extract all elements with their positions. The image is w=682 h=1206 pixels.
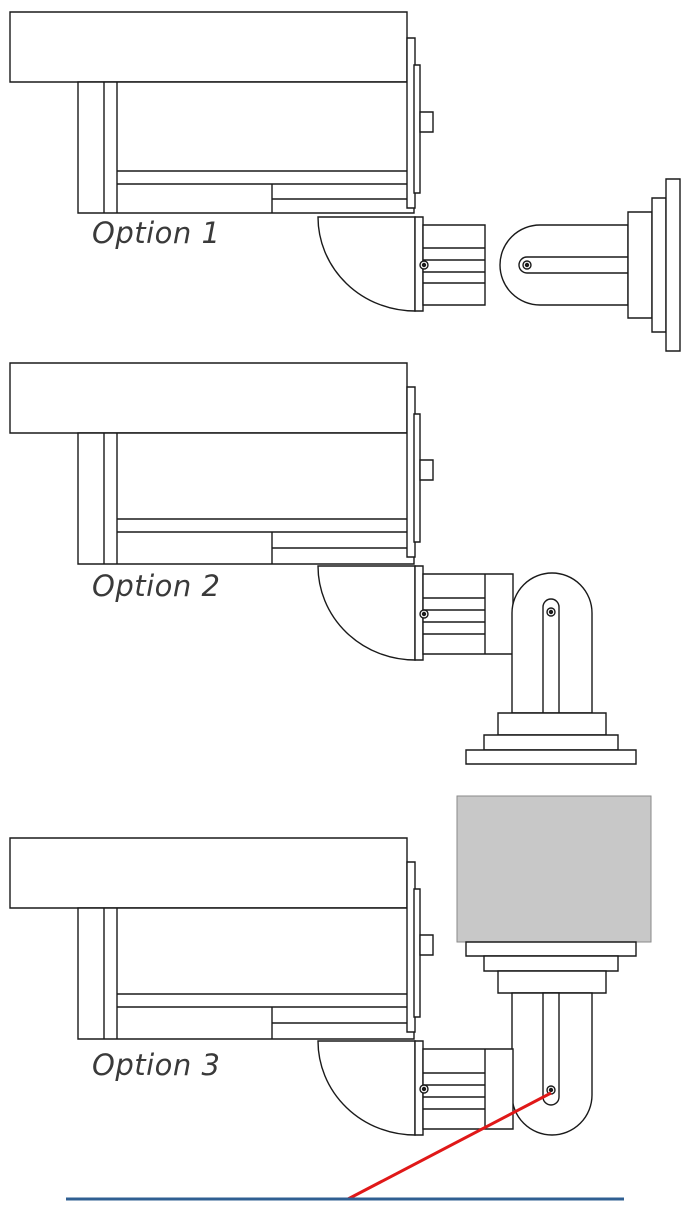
bracket-arm — [423, 225, 485, 305]
camera-body — [78, 433, 414, 564]
camera-body — [78, 908, 414, 1039]
wall-plate — [628, 212, 652, 318]
camera-sunshield — [10, 12, 407, 82]
camera-connector — [420, 935, 433, 955]
camera-connector — [420, 112, 433, 132]
option-2-label: Option 2 — [92, 569, 221, 603]
floor-plate — [466, 750, 636, 764]
floor-base — [498, 713, 606, 735]
ceiling-base — [498, 971, 606, 993]
camera-connector — [420, 460, 433, 480]
laser-line — [348, 1093, 551, 1199]
bracket-arm — [423, 1049, 513, 1129]
bracket-mount-cap — [318, 217, 415, 311]
option-3-label: Option 3 — [92, 1048, 221, 1082]
floor-bracket-option-2 — [420, 573, 636, 764]
bracket-mount-cap — [318, 1041, 415, 1135]
bracket-arm — [423, 574, 513, 654]
camera-option-2 — [10, 363, 433, 660]
wall-bracket-option-1 — [420, 179, 680, 351]
ceiling-bracket-option-3 — [420, 942, 636, 1135]
camera-sunshield — [10, 838, 407, 908]
bracket-mount-cap — [318, 566, 415, 660]
ceiling-plate — [466, 942, 636, 956]
ceiling-block — [457, 796, 651, 942]
camera-sunshield — [10, 363, 407, 433]
camera-option-1 — [10, 12, 433, 311]
option-1-label: Option 1 — [92, 216, 221, 250]
camera-option-3 — [10, 838, 433, 1135]
camera-body — [78, 82, 414, 213]
